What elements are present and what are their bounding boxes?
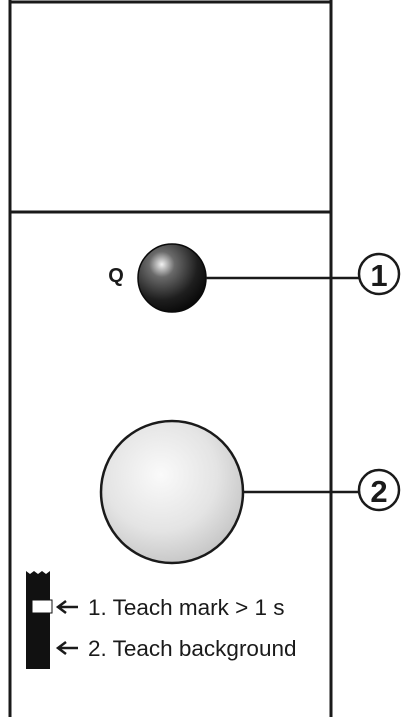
arrow-left-icon [55,600,78,614]
led-indicator-icon [137,243,207,313]
teach-button-icon [99,419,245,565]
button-callout-number: 2 [370,474,387,509]
teach-step2-label: 2. Teach background [88,636,297,661]
led-label: Q [108,265,124,287]
arrow-left-icon [55,641,78,655]
led-callout-number: 1 [370,258,387,293]
teach-switch-icon [26,571,53,669]
device-housing [8,0,333,717]
button-callout-circle [357,468,401,512]
switch-slider [31,599,53,614]
teach-step1-label: 1. Teach mark > 1 s [88,595,285,620]
led-callout-circle [357,252,401,296]
switch-body [26,571,50,669]
